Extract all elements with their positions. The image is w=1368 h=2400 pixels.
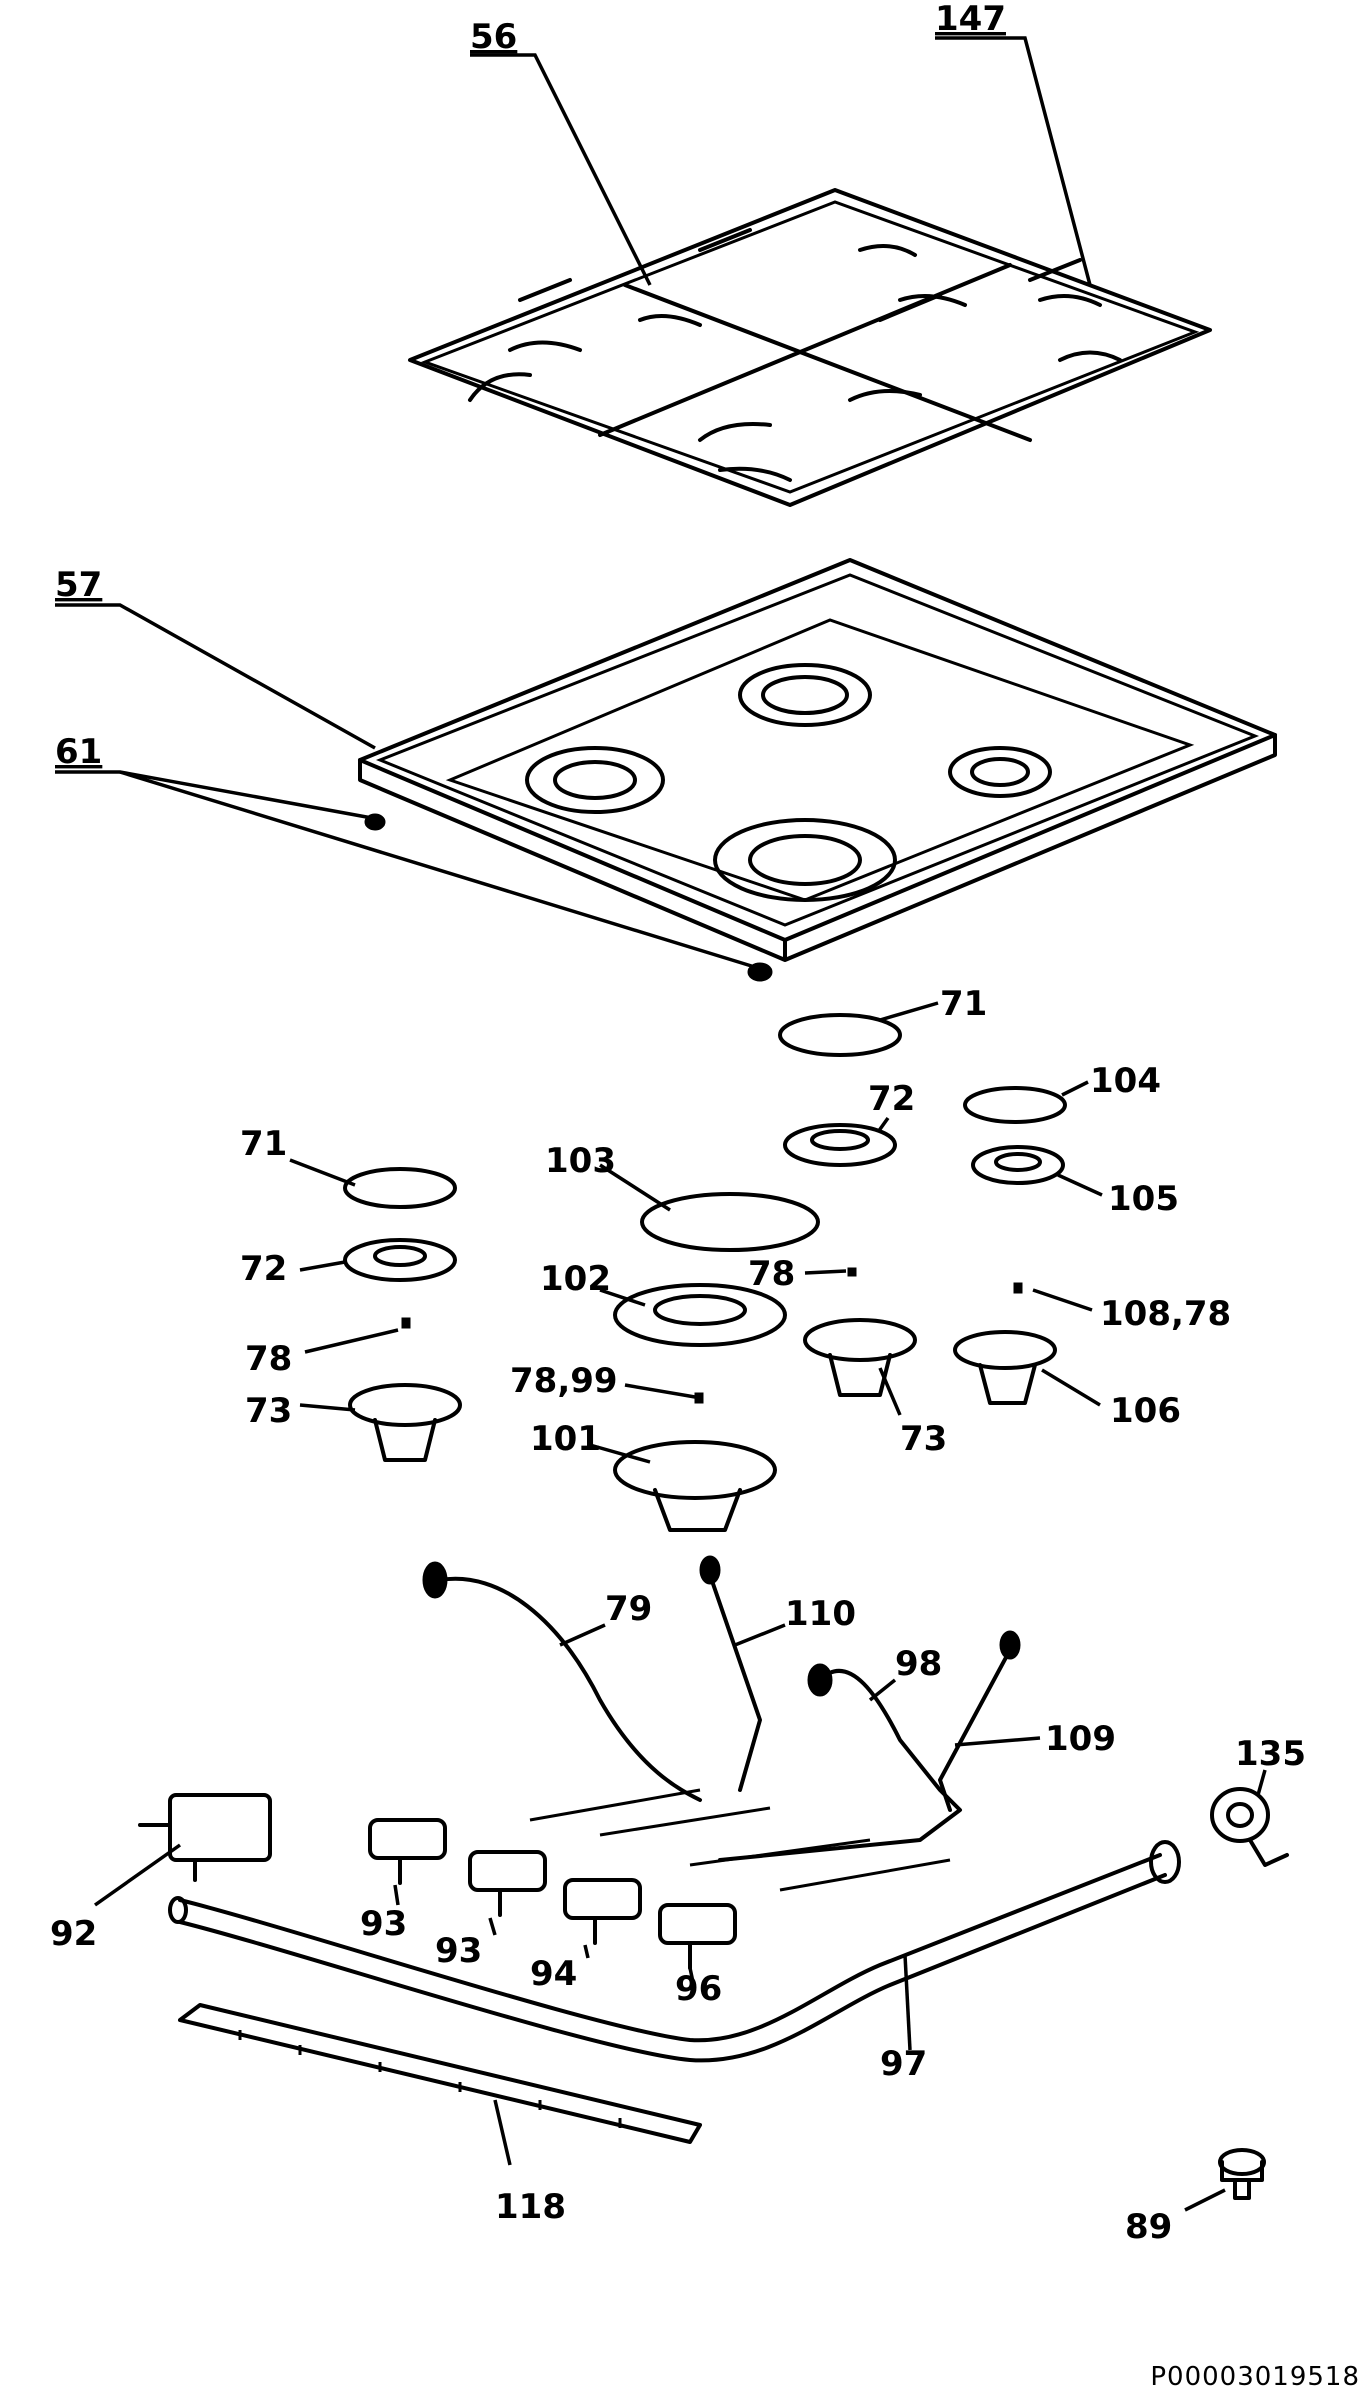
callout-110: 110 <box>785 1594 856 1634</box>
document-id: P00003019518 <box>1150 2362 1360 2392</box>
callout-73-right: 73 <box>900 1419 947 1459</box>
pipe-fitting <box>1218 2148 1266 2200</box>
callout-118: 118 <box>495 2187 566 2227</box>
callout-72-right: 72 <box>868 1079 915 1119</box>
callout-104: 104 <box>1090 1061 1161 1101</box>
gas-pipes <box>422 1555 1021 1892</box>
callout-105: 105 <box>1108 1179 1179 1219</box>
gas-manifold <box>168 1840 1181 2063</box>
callout-72-left: 72 <box>240 1249 287 1289</box>
callout-101: 101 <box>530 1419 601 1459</box>
callout-94: 94 <box>530 1954 577 1994</box>
callout-102: 102 <box>540 1259 611 1299</box>
callout-labels: 56 147 57 61 71 104 71 72 103 105 72 102… <box>50 0 1306 2247</box>
callout-89: 89 <box>1125 2207 1172 2247</box>
callout-147: 147 <box>935 0 1006 39</box>
callout-97: 97 <box>880 2044 927 2084</box>
leader-lines <box>55 36 1267 2212</box>
callout-103: 103 <box>545 1141 616 1181</box>
callout-78-99: 78,99 <box>510 1361 618 1401</box>
fixing-bracket <box>178 2003 702 2144</box>
burner-bases <box>348 1318 1057 1532</box>
callout-73-left: 73 <box>245 1391 292 1431</box>
callout-93-right: 93 <box>435 1931 482 1971</box>
callout-93-left: 93 <box>360 1904 407 1944</box>
callout-96: 96 <box>675 1969 722 2009</box>
callout-71-left: 71 <box>240 1124 287 1164</box>
pan-support-grid <box>408 188 1212 507</box>
callout-71-top: 71 <box>940 984 987 1024</box>
hob-top-panel <box>358 558 1277 982</box>
gas-taps <box>368 1818 737 1970</box>
small-screws <box>401 1267 1023 1404</box>
callout-98: 98 <box>895 1644 942 1684</box>
callout-79: 79 <box>605 1589 652 1629</box>
callout-57: 57 <box>55 565 102 605</box>
callout-92: 92 <box>50 1914 97 1954</box>
callout-109: 109 <box>1045 1719 1116 1759</box>
callout-108-78: 108,78 <box>1100 1294 1231 1334</box>
thermocouple-valve <box>138 1793 272 1882</box>
burner-caps <box>343 1013 1067 1252</box>
callout-56: 56 <box>470 17 517 57</box>
callout-78-left: 78 <box>245 1339 292 1379</box>
burner-heads <box>343 1123 1065 1347</box>
callout-135: 135 <box>1235 1734 1306 1774</box>
callout-61: 61 <box>55 732 102 772</box>
callout-78-center: 78 <box>748 1254 795 1294</box>
callout-106: 106 <box>1110 1391 1181 1431</box>
pipe-elbow <box>1210 1787 1289 1867</box>
